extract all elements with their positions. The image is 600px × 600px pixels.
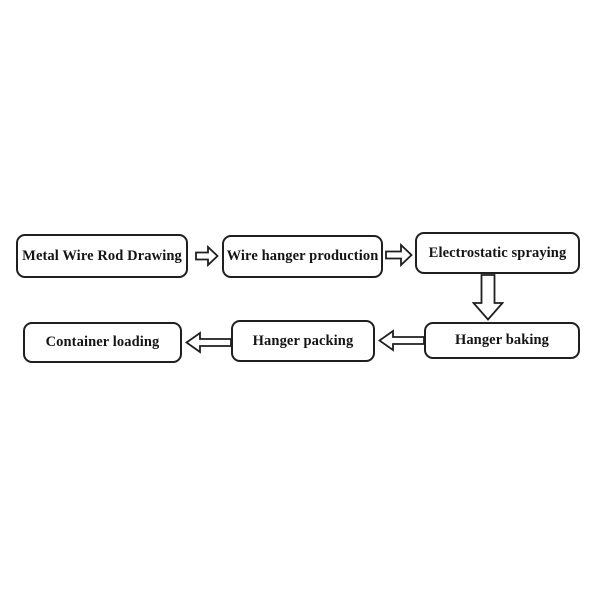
edge-production-to-spraying (385, 243, 413, 267)
edge-spraying-to-baking (472, 274, 504, 321)
node-container-loading: Container loading (23, 322, 182, 363)
node-hanger-baking: Hanger baking (424, 322, 580, 359)
down-arrow-icon (472, 274, 504, 321)
node-label: Electrostatic spraying (428, 244, 567, 261)
node-hanger-packing: Hanger packing (231, 320, 375, 362)
node-label: Metal Wire Rod Drawing (22, 247, 182, 264)
edge-packing-to-loading (185, 331, 232, 354)
node-wire-hanger-production: Wire hanger production (222, 235, 383, 278)
edge-baking-to-packing (378, 329, 425, 352)
edge-drawing-to-production (195, 245, 219, 267)
node-label: Wire hanger production (226, 248, 379, 264)
left-arrow-icon (185, 331, 232, 354)
node-electrostatic-spraying: Electrostatic spraying (415, 232, 580, 274)
right-arrow-icon (195, 245, 219, 267)
right-arrow-icon (385, 243, 413, 267)
node-label: Container loading (45, 334, 160, 350)
node-metal-wire-rod-drawing: Metal Wire Rod Drawing (16, 234, 188, 278)
left-arrow-icon (378, 329, 425, 352)
node-label: Hanger baking (454, 332, 550, 348)
node-label: Hanger packing (252, 332, 354, 349)
